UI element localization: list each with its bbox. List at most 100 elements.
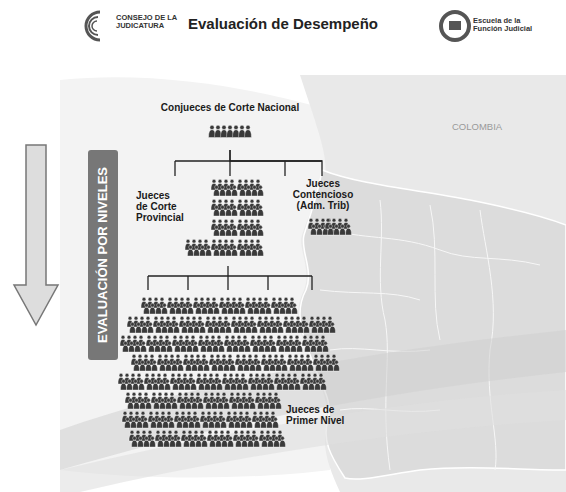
person-head — [229, 436, 233, 440]
person-body — [150, 421, 156, 428]
person-head — [272, 297, 276, 301]
person-head — [341, 224, 345, 228]
person-head — [178, 417, 182, 421]
person-head — [272, 341, 276, 345]
person-body — [149, 440, 155, 447]
person-head — [176, 354, 180, 358]
person-head — [307, 373, 311, 377]
person-head — [139, 335, 143, 339]
person-body — [236, 383, 242, 390]
person-body — [192, 345, 198, 352]
person-head — [147, 335, 151, 339]
person-head — [131, 373, 135, 377]
bracket-line — [267, 276, 268, 290]
person-body — [155, 326, 161, 333]
person-head — [309, 218, 313, 222]
person-head — [218, 179, 222, 183]
person-body — [243, 364, 249, 371]
person-head — [207, 245, 211, 249]
person-head — [215, 373, 219, 377]
person-body — [241, 440, 247, 447]
person-head — [192, 379, 196, 383]
person-head — [249, 303, 253, 307]
person-head — [222, 354, 226, 358]
person-head — [123, 411, 127, 415]
person-head — [141, 411, 145, 415]
person-head — [244, 316, 248, 320]
person-head — [255, 303, 259, 307]
person-head — [309, 335, 313, 339]
person-head — [284, 379, 288, 383]
person-head — [259, 245, 263, 249]
person-head — [221, 205, 225, 209]
person-head — [130, 341, 134, 345]
person-body — [120, 383, 126, 390]
person-head — [300, 354, 304, 358]
person-body — [231, 229, 237, 236]
person-body — [239, 326, 245, 333]
person-body — [217, 364, 223, 371]
person-head — [161, 411, 165, 415]
person-head — [231, 335, 235, 339]
person-head — [251, 360, 255, 364]
person-head — [237, 436, 241, 440]
person-head — [293, 322, 297, 326]
person-head — [253, 411, 257, 415]
person-head — [329, 224, 333, 228]
person-head — [174, 297, 178, 301]
person-body — [257, 229, 263, 236]
person-head — [135, 398, 139, 402]
person-body — [251, 229, 257, 236]
person-head — [283, 360, 287, 364]
person-body — [230, 383, 236, 390]
person-head — [210, 354, 214, 358]
person-head — [290, 316, 294, 320]
person-head — [207, 398, 211, 402]
person-head — [196, 417, 200, 421]
person-head — [170, 417, 174, 421]
person-body — [326, 222, 332, 229]
person-head — [323, 360, 327, 364]
person-head — [235, 322, 239, 326]
person-body — [268, 383, 274, 390]
person-body — [251, 189, 257, 196]
person-head — [319, 322, 323, 326]
person-body — [201, 307, 207, 314]
person-body — [195, 440, 201, 447]
person-head — [226, 297, 230, 301]
band-title: EVALUACIÓN POR NIVELES — [96, 167, 110, 343]
person-body — [182, 421, 188, 428]
person-body — [233, 326, 239, 333]
person-head — [201, 245, 205, 249]
person-head — [216, 354, 220, 358]
person-head — [199, 398, 203, 402]
person-head — [225, 360, 229, 364]
person-head — [219, 398, 223, 402]
person-head — [297, 360, 301, 364]
person-head — [230, 199, 234, 203]
person-head — [322, 379, 326, 383]
person-head — [143, 322, 147, 326]
person-head — [135, 411, 139, 415]
person-head — [306, 341, 310, 345]
person-head — [287, 322, 291, 326]
person-head — [203, 436, 207, 440]
person-head — [208, 341, 212, 345]
person-body — [216, 383, 222, 390]
person-body — [252, 345, 258, 352]
person-head — [198, 239, 202, 243]
person-head — [234, 125, 238, 129]
person-head — [161, 360, 165, 364]
person-head — [148, 297, 152, 301]
person-head — [180, 379, 184, 383]
person-head — [309, 360, 313, 364]
person-body — [247, 307, 253, 314]
person-body — [213, 209, 219, 216]
person-head — [274, 354, 278, 358]
person-head — [284, 316, 288, 320]
person-head — [171, 373, 175, 377]
person-body — [214, 421, 220, 428]
person-head — [177, 303, 181, 307]
person-head — [189, 322, 193, 326]
person-body — [169, 440, 175, 447]
